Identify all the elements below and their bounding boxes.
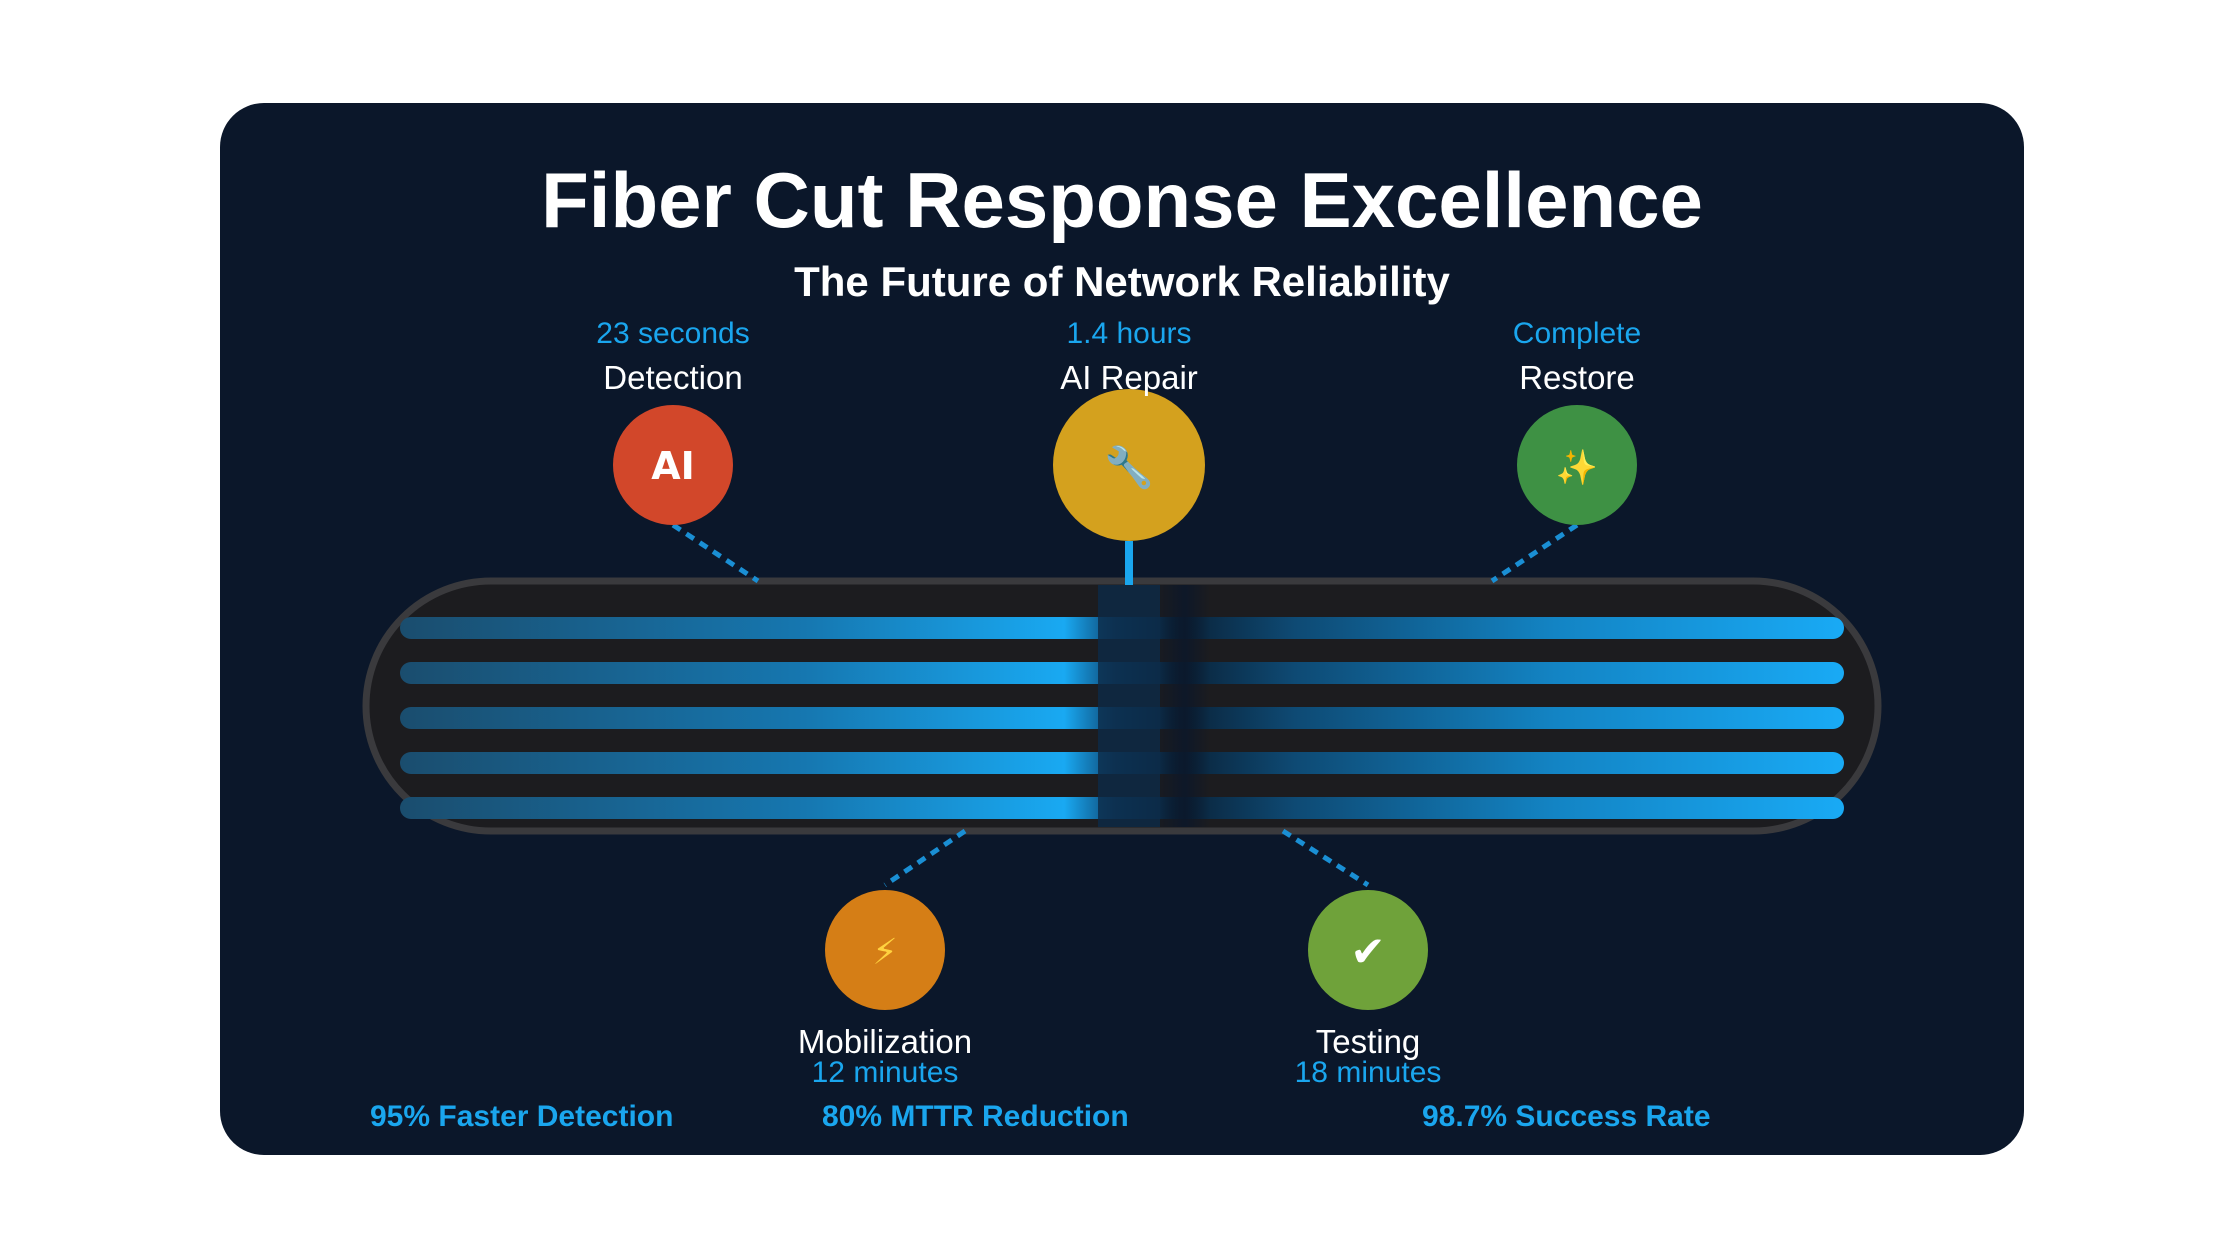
page-subtitle: The Future of Network Reliability bbox=[794, 258, 1450, 305]
step-node-mobilization: ⚡ bbox=[825, 890, 945, 1010]
stat-faster-detection: 95% Faster Detection bbox=[370, 1100, 674, 1133]
detection-label: Detection bbox=[603, 359, 743, 396]
mobilization-time: 12 minutes bbox=[811, 1056, 959, 1089]
restore-label: Restore bbox=[1519, 359, 1635, 396]
connector-detection bbox=[671, 522, 760, 584]
step-node-testing: ✔ bbox=[1308, 890, 1428, 1010]
connector-testing bbox=[1281, 828, 1370, 888]
restore-time: Complete bbox=[1512, 317, 1642, 350]
fiber-cable-diagram: AI 🔧 ✨ ⚡ ✔ bbox=[362, 389, 1882, 1010]
connectors bbox=[671, 522, 1579, 888]
step-node-detection: AI bbox=[613, 405, 733, 525]
testing-time: 18 minutes bbox=[1294, 1056, 1442, 1089]
wrench-icon: 🔧 bbox=[1104, 443, 1154, 491]
ai-icon: AI bbox=[651, 444, 695, 488]
checkmark-icon: ✔ bbox=[1350, 927, 1385, 976]
ai-repair-label: AI Repair bbox=[1060, 359, 1198, 396]
infographic-card: Fiber Cut Response Excellence The Future… bbox=[220, 103, 2024, 1155]
stat-success-rate: 98.7% Success Rate bbox=[1422, 1100, 1711, 1133]
mobilization-label: Mobilization bbox=[797, 1023, 973, 1060]
connector-mobilization bbox=[883, 828, 967, 888]
step-node-ai-repair: 🔧 bbox=[1053, 389, 1205, 541]
page-title: Fiber Cut Response Excellence bbox=[541, 156, 1703, 244]
testing-label: Testing bbox=[1315, 1023, 1421, 1060]
connector-restore bbox=[1490, 522, 1579, 584]
repair-splice-zone bbox=[1098, 585, 1160, 827]
sparkles-icon: ✨ bbox=[1556, 448, 1598, 488]
stat-mttr-reduction: 80% MTTR Reduction bbox=[822, 1100, 1129, 1133]
step-node-restore: ✨ bbox=[1517, 405, 1637, 525]
detection-time: 23 seconds bbox=[596, 317, 750, 350]
ai-repair-time: 1.4 hours bbox=[1066, 317, 1192, 350]
lightning-icon: ⚡ bbox=[872, 932, 897, 973]
